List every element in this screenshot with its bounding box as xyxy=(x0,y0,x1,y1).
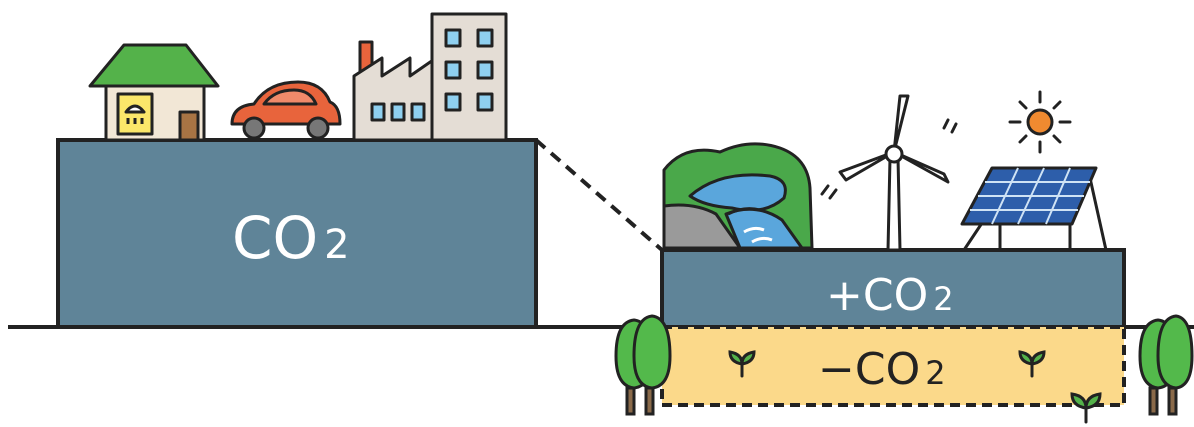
absorbed-label-main: −CO xyxy=(818,344,920,395)
office-building-icon xyxy=(432,14,506,140)
connector-dashed-line xyxy=(536,140,662,250)
absorbed-label-sub: 2 xyxy=(925,354,945,392)
factory-icon xyxy=(354,42,436,140)
sparkle-icon xyxy=(944,120,956,132)
wind-lines-icon xyxy=(822,186,836,198)
sun-icon xyxy=(1010,92,1070,152)
emissions-label-sub: 2 xyxy=(324,222,349,268)
wind-turbine-icon xyxy=(840,96,948,250)
car-icon xyxy=(232,82,340,138)
hydro-dam-icon xyxy=(664,144,812,248)
emitted-label-main: +CO xyxy=(826,270,928,321)
emissions-label-main: CO xyxy=(232,204,318,272)
house-icon xyxy=(90,45,218,140)
solar-panel-icon xyxy=(962,168,1106,250)
tree-icon xyxy=(1140,316,1192,414)
tree-icon xyxy=(616,316,670,414)
emitted-label-sub: 2 xyxy=(933,280,953,318)
